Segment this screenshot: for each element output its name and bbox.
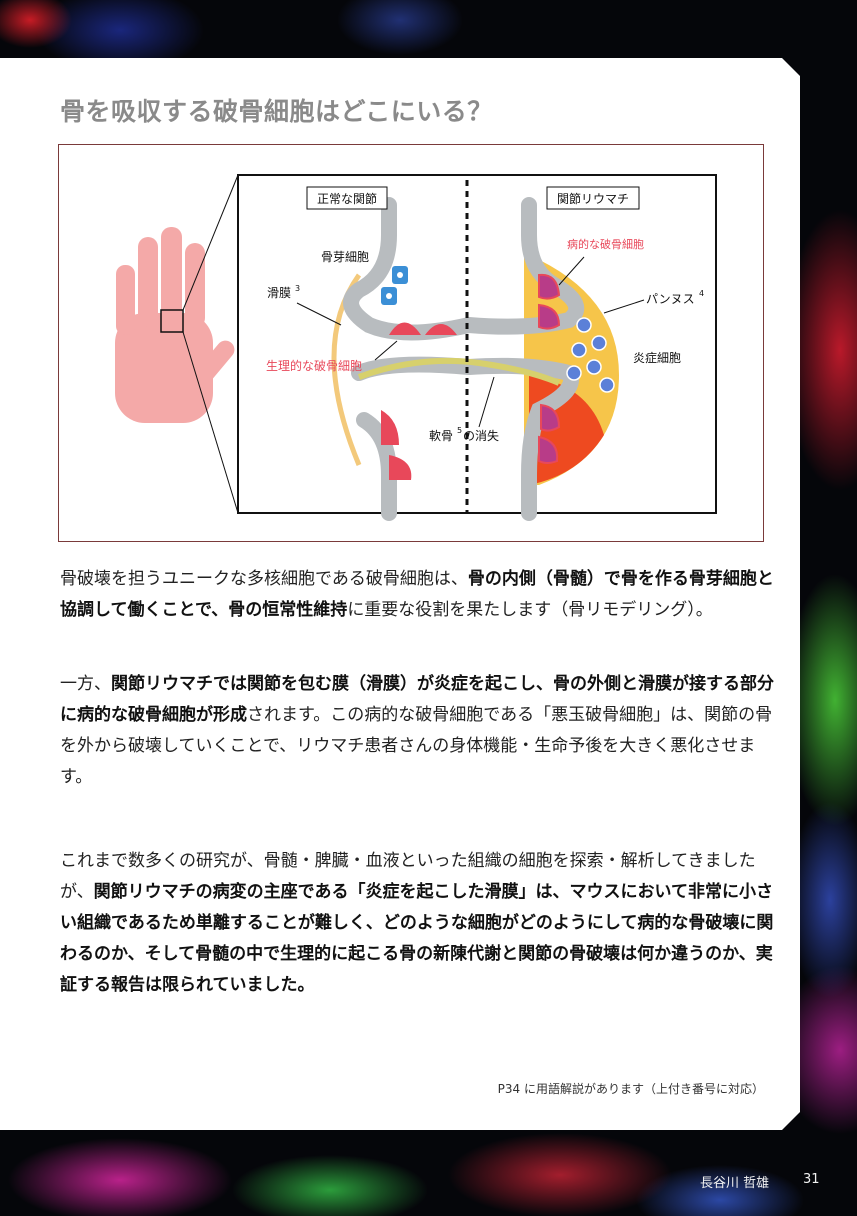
glossary-footnote: P34 に用語解説があります（上付き番号に対応） [497, 1082, 764, 1096]
paragraph-3: これまで数多くの研究が、骨髄・脾臓・血液といった組織の細胞を探索・解析してきまし… [60, 846, 778, 1001]
label-pathological-osteoclast: 病的な破骨細胞 [567, 237, 644, 251]
paragraph-1: 骨破壊を担うユニークな多核細胞である破骨細胞は、骨の内側（骨髄）で骨を作る骨芽細… [60, 564, 778, 626]
cartilage-layer [357, 357, 561, 386]
text-run-bold: 関節リウマチでは関節を包む膜（滑膜）が炎症を起こし、骨の外側と滑膜が接する部分に… [60, 674, 774, 725]
page-number: 31 [803, 1172, 820, 1187]
sup-cartilage: 5 [457, 426, 462, 435]
page-title: 骨を吸収する破骨細胞はどこにいる？ [60, 97, 493, 126]
arrow-physiological-osteoclast [374, 340, 398, 361]
arrow-synovium [296, 302, 342, 326]
pathological-osteoclasts [538, 273, 561, 464]
hand-illustration [115, 227, 235, 423]
label-ra-joint: 関節リウマチ [557, 191, 629, 206]
label-osteoblast: 骨芽細胞 [321, 250, 369, 264]
zoom-box [160, 309, 184, 333]
text-run: 骨破壊を担うユニークな多核細胞である破骨細胞は、 [60, 569, 468, 589]
page-panel: 骨を吸収する破骨細胞はどこにいる？ [0, 58, 800, 1130]
sup-synovium: 3 [295, 284, 300, 293]
label-inflammatory-cells: 炎症細胞 [633, 350, 681, 365]
text-run-bold: 関節リウマチの病変の主座である「炎症を起こした滑膜」は、マウスにおいて非常に小さ… [60, 882, 774, 995]
inflammatory-cells [566, 317, 615, 393]
arrow-pannus [603, 299, 645, 314]
label-normal-joint: 正常な関節 [317, 191, 377, 206]
label-pannus: パンヌス [646, 292, 695, 306]
label-physiological-osteoclast: 生理的な破骨細胞 [266, 358, 362, 373]
physiological-osteoclasts [381, 322, 457, 480]
arrow-cartilage [478, 376, 495, 428]
inset-frame [237, 174, 717, 514]
author-name: 長谷川 哲雄 [700, 1176, 770, 1191]
label-cartilage-loss: の消失 [463, 428, 499, 443]
label-synovium: 滑膜 [267, 286, 291, 300]
text-run: に重要な役割を果たします（骨リモデリング）。 [347, 600, 713, 620]
text-run: これまで数多くの研究が、骨髄・脾臓・血液といった組織の細胞を探索・解析してきまし… [60, 851, 756, 902]
label-cartilage: 軟骨 [429, 428, 453, 443]
arrow-pathological-osteoclast [558, 256, 585, 286]
label-box-ra [546, 186, 640, 210]
zoom-line-top [182, 174, 239, 311]
paragraph-2: 一方、関節リウマチでは関節を包む膜（滑膜）が炎症を起こし、骨の外側と滑膜が接する… [60, 669, 778, 793]
zoom-line-bottom [182, 331, 239, 514]
text-run: 一方、 [60, 674, 111, 694]
osteoblast-cells [381, 266, 408, 305]
joint-diagram: 正常な関節 関節リウマチ 骨芽細胞 滑膜 3 生理的な破骨細胞 軟骨 5 の消失… [115, 174, 717, 521]
text-run: されます。この病的な破骨細胞である「悪玉破骨細胞」は、関節の骨を外から破壊してい… [60, 705, 773, 787]
label-box-normal [306, 186, 388, 210]
text-run-bold: 骨の内側（骨髄）で骨を作る骨芽細胞と協調して働くことで、骨の恒常性維持 [60, 569, 774, 620]
sup-pannus: 4 [699, 289, 704, 298]
joint-figure: 正常な関節 関節リウマチ 骨芽細胞 滑膜 3 生理的な破骨細胞 軟骨 5 の消失… [58, 144, 764, 542]
